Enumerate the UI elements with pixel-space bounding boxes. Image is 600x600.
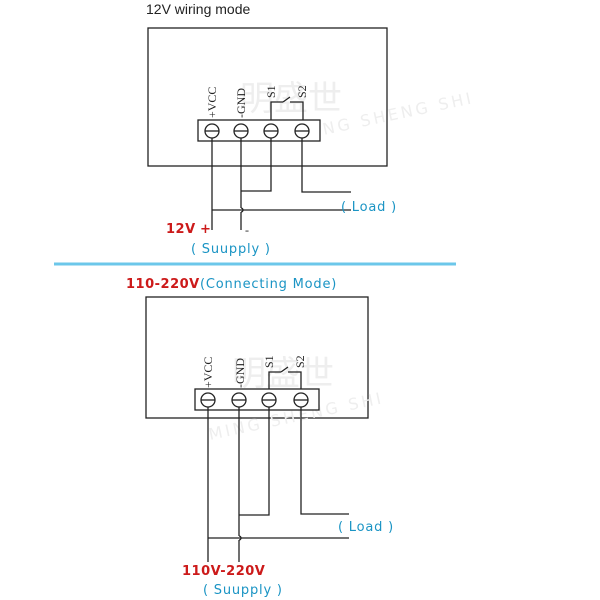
pin-label-s2: S2 bbox=[293, 355, 307, 368]
pin-label-s1: S1 bbox=[264, 85, 278, 98]
top-wires bbox=[211, 138, 351, 230]
pin-label-s2: S2 bbox=[295, 85, 309, 98]
top-title: 12V wiring mode bbox=[146, 1, 250, 17]
terminal-block bbox=[197, 119, 321, 142]
bottom-supply-label: ( Suupply ) bbox=[203, 583, 283, 598]
bottom-title-mode: (Connecting Mode) bbox=[200, 277, 337, 292]
pin-label-vcc: +VCC bbox=[201, 357, 215, 388]
pin-label-vcc: +VCC bbox=[205, 87, 219, 118]
terminal-block bbox=[194, 388, 320, 411]
pin-label-gnd: -GND bbox=[234, 88, 248, 118]
top-load-label: ( Load ) bbox=[341, 200, 397, 215]
bottom-load-label: ( Load ) bbox=[338, 520, 394, 535]
top-supply-minus: - bbox=[245, 223, 249, 237]
top-supply-label: ( Suupply ) bbox=[191, 242, 271, 257]
bottom-title-voltage: 110-220V bbox=[126, 277, 200, 292]
pin-label-gnd: -GND bbox=[233, 358, 247, 388]
pin-label-s1: S1 bbox=[262, 355, 276, 368]
watermark-cjk: 明盛世 bbox=[232, 354, 334, 394]
relay-switch-symbol bbox=[268, 366, 302, 390]
watermark-cjk: 明盛世 bbox=[240, 79, 342, 119]
top-module-box bbox=[147, 27, 388, 167]
top-supply-plus: + bbox=[200, 222, 211, 237]
bottom-supply-voltage: 110V-220V bbox=[182, 564, 265, 579]
relay-switch-symbol bbox=[270, 96, 304, 121]
top-supply-voltage: 12V bbox=[166, 222, 196, 237]
bottom-wires bbox=[207, 407, 349, 562]
